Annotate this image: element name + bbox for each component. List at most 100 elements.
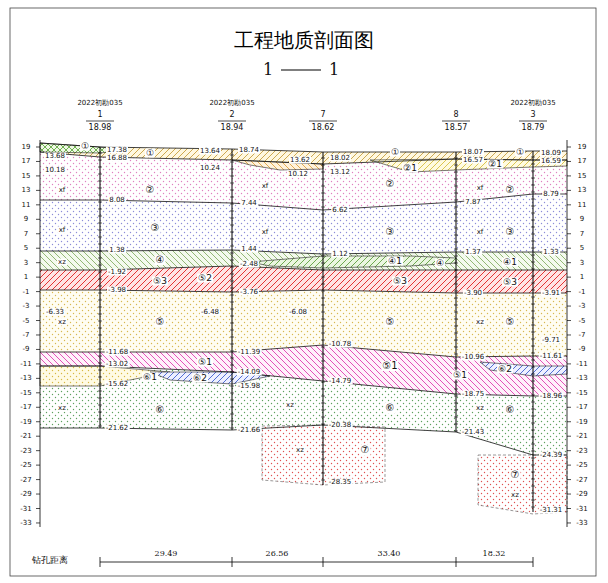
axis-tick [36, 508, 40, 509]
elevation-scale: 15 [577, 172, 588, 179]
sample-tick [230, 309, 234, 310]
sample-tick [230, 176, 234, 177]
elevation-scale: 1 [579, 274, 585, 281]
elevation-scale: 17 [21, 158, 32, 165]
sample-tick [98, 216, 102, 217]
sample-tick [454, 361, 458, 362]
sample-tick [321, 403, 325, 404]
sample-tick [531, 241, 535, 242]
sample-tick [321, 270, 325, 271]
axis-tick [36, 204, 40, 205]
borehole-header: 3 [529, 111, 536, 119]
sample-tick [321, 284, 325, 285]
sample-tick [98, 244, 102, 245]
sample-tick [321, 354, 325, 355]
sample-tick [230, 169, 234, 170]
elevation-value: -15.62 [105, 381, 130, 388]
elevation-scale: -13 [19, 375, 32, 382]
stratum-number: ① [515, 148, 525, 157]
stratum-number: ① [80, 142, 90, 151]
sample-tick [321, 200, 325, 201]
sample-tick [454, 256, 458, 257]
elevation-scale: 19 [21, 144, 32, 151]
axis-tick [36, 277, 40, 278]
elevation-value: -18.96 [539, 393, 564, 400]
elevation-value: -10.96 [461, 354, 486, 361]
borehole-header: 1 [96, 111, 103, 119]
sample-tick [230, 232, 234, 233]
sample-tick [454, 186, 458, 187]
distance-label: 18.32 [482, 550, 507, 558]
borehole-header: 18.94 [220, 124, 245, 132]
elevation-scale: -21 [575, 433, 588, 440]
sample-tick [454, 165, 458, 166]
axis-tick [36, 392, 40, 393]
sample-tick [230, 267, 234, 268]
elevation-scale: -27 [19, 476, 32, 483]
sample-tick [454, 158, 458, 159]
elevation-value: -3.90 [463, 290, 483, 297]
sample-tick [321, 207, 325, 208]
sample-tick [531, 388, 535, 389]
stratum-number: ③ [150, 223, 161, 233]
elevation-scale: -19 [19, 418, 32, 425]
elevation-value: 13.68 [44, 153, 66, 160]
sample-tick [321, 228, 325, 229]
sample-tick [230, 281, 234, 282]
sample-tick [531, 304, 535, 305]
axis-tick [36, 320, 40, 321]
elevation-scale: 7 [23, 230, 29, 237]
elevation-scale: -17 [575, 404, 588, 411]
axis-tick [36, 233, 40, 234]
axis-tick [567, 479, 571, 480]
sample-tick [230, 183, 234, 184]
sample-tick [531, 472, 535, 473]
borehole-line [323, 152, 324, 485]
elevation-scale: 13 [21, 187, 32, 194]
elevation-value: 1.12 [331, 251, 349, 258]
distance-label: 33.40 [377, 550, 402, 558]
header-rule [86, 121, 114, 122]
sample-tick [98, 258, 102, 259]
sample-tick [454, 312, 458, 313]
stratum-number: ④1 [387, 257, 403, 266]
elevation-scale: -25 [575, 462, 588, 469]
sample-tick [531, 318, 535, 319]
sample-tick [321, 305, 325, 306]
axis-tick [36, 421, 40, 422]
elevation-scale: 1 [23, 274, 29, 281]
sample-tick [230, 246, 234, 247]
stratum-number: ⑤1 [452, 371, 468, 380]
elevation-value: -6.08 [288, 309, 308, 316]
stratum-boundary [40, 366, 567, 396]
elevation-value: -1.92 [107, 269, 127, 276]
sample-tick [531, 444, 535, 445]
elevation-value: -13.02 [105, 361, 130, 368]
sample-tick [230, 407, 234, 408]
distance-label: 钻孔距离 [31, 556, 69, 565]
elevation-value: -31.31 [539, 507, 564, 514]
sample-tick [531, 178, 535, 179]
elevation-value: 13.62 [289, 157, 311, 164]
sample-tick [531, 381, 535, 382]
sample-tick [454, 235, 458, 236]
section-line [281, 69, 321, 70]
sample-tick [531, 213, 535, 214]
sample-tick [321, 235, 325, 236]
sample-tick [454, 172, 458, 173]
stratum-number: ⑥ [155, 405, 166, 415]
elevation-value: 10.18 [44, 167, 66, 174]
sample-tick [230, 379, 234, 380]
axis-tick [567, 349, 571, 350]
stratum-boundary [40, 425, 567, 455]
axis-tick [36, 465, 40, 466]
sample-tick [531, 360, 535, 361]
distance-bar [100, 562, 533, 563]
axis-tick [567, 233, 571, 234]
stratum-number: ③ [505, 227, 516, 237]
sample-tick [321, 424, 325, 425]
sample-tick [454, 326, 458, 327]
soil-code: xz [57, 319, 67, 326]
sample-tick [531, 465, 535, 466]
sample-tick [230, 204, 234, 205]
